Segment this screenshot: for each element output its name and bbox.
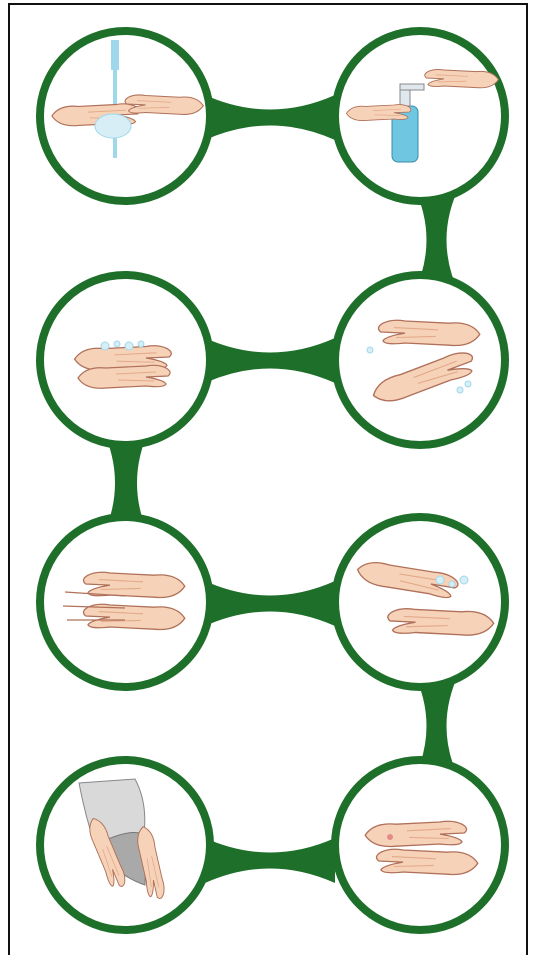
step-8-circle <box>335 760 505 930</box>
connector-h-row3 <box>205 581 335 626</box>
step-7-circle <box>40 760 210 930</box>
connector-h-row1 <box>205 95 335 140</box>
step-6-circle <box>335 517 505 687</box>
step-2-circle <box>335 31 505 201</box>
step-3-circle <box>40 275 210 445</box>
step-5-circle <box>40 517 210 687</box>
step-1-circle <box>40 31 210 201</box>
connector-h-row2 <box>205 338 335 383</box>
step-4-circle <box>335 275 505 445</box>
connector-h-row4 <box>205 838 335 883</box>
